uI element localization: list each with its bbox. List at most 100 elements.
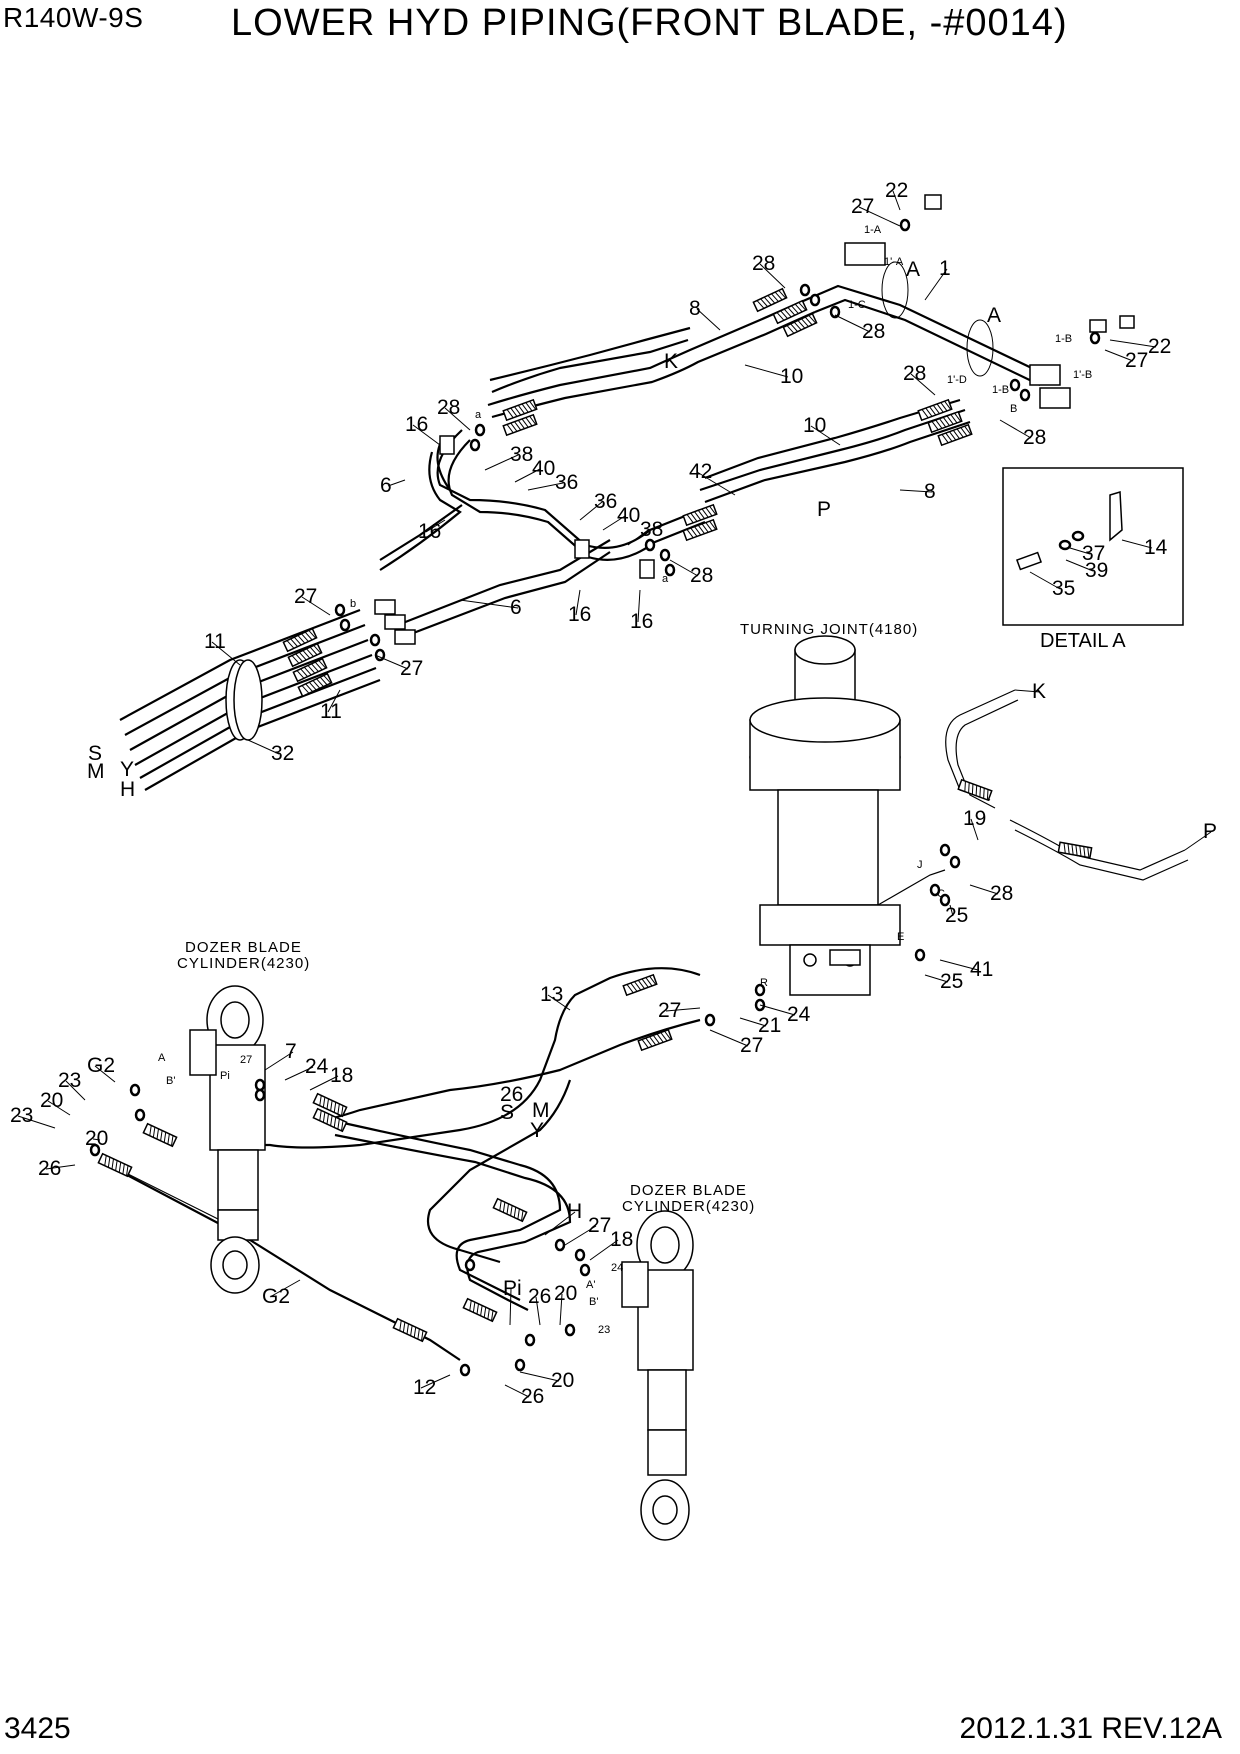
leader-line [544, 1211, 576, 1236]
leader-line [637, 589, 641, 623]
leader-line [420, 1374, 451, 1389]
leader-line [924, 974, 949, 983]
hose-crimp-sleeve [927, 410, 963, 434]
fitting-block [1089, 319, 1107, 333]
callout-label: 14 [1144, 536, 1168, 559]
fitting-block [374, 599, 396, 615]
leader-line [509, 1288, 512, 1326]
leader-line [374, 654, 409, 670]
o-ring [464, 1258, 476, 1272]
callout-label: Y [530, 1119, 544, 1142]
turning-joint-pipes [877, 689, 1189, 906]
callout-label: 1-A [864, 224, 882, 236]
callout-label: 40 [532, 457, 555, 480]
callout-label: 27 [294, 585, 317, 608]
dozer-cylinder-right [621, 1210, 694, 1541]
callout-label: 8 [689, 297, 701, 320]
o-ring [664, 563, 676, 577]
callout-label: 8 [924, 480, 936, 503]
leader-line [527, 482, 564, 491]
callout-label: 6 [510, 596, 522, 619]
o-ring [799, 283, 811, 297]
leader-line [17, 1115, 56, 1129]
callout-label: P [817, 498, 831, 521]
fitting-block [844, 242, 886, 266]
leader-line [45, 1164, 76, 1170]
callout-label: 40 [617, 504, 640, 527]
o-ring [254, 1078, 266, 1092]
callout-label: 11 [320, 700, 342, 723]
leader-line [504, 1384, 530, 1398]
hose-crimp-sleeve [287, 642, 323, 668]
detail-a-marker [966, 319, 994, 377]
hose-crimp-sleeve [772, 299, 808, 325]
callout-label: Pi [503, 1277, 522, 1300]
leader-line [1065, 559, 1094, 572]
callout-label: 12 [413, 1376, 436, 1399]
o-ring [369, 633, 381, 647]
o-ring [134, 1108, 146, 1122]
callout-label: 36 [594, 490, 617, 513]
leader-line [412, 424, 441, 446]
callout-label: 28 [690, 564, 713, 587]
leader-line [519, 1371, 560, 1382]
hose-crimp-sleeve [392, 1317, 428, 1343]
callout-label: 36 [555, 471, 578, 494]
hose-crimp-sleeve [462, 1297, 498, 1323]
leader-line [910, 373, 936, 396]
callout-label: C [937, 888, 945, 900]
detail-a-box [1002, 467, 1184, 626]
dozer-cylinder-left [189, 985, 266, 1294]
fitting-block [1119, 315, 1135, 329]
callout-label: 20 [85, 1127, 108, 1150]
callout-label: R [760, 977, 768, 989]
leader-line [810, 425, 841, 446]
fitting-block [1029, 364, 1061, 386]
leader-line [949, 904, 954, 917]
leader-line [309, 1075, 339, 1091]
callout-label: 24 [787, 1003, 811, 1026]
callout-label: Pi [220, 1070, 230, 1082]
callout-label: 13 [540, 983, 563, 1006]
hose-crimp-sleeve [142, 1122, 178, 1148]
callout-label: 23 [10, 1104, 33, 1127]
callout-label: 26 [528, 1285, 551, 1308]
o-ring [524, 1333, 536, 1347]
callout-label: 1-C [848, 299, 866, 311]
leader-line [696, 308, 721, 331]
callout-label: 20 [554, 1282, 577, 1305]
callout-label: 18 [330, 1064, 353, 1087]
callout-label: 37 [1082, 542, 1105, 565]
callout-label: 16 [568, 603, 591, 626]
leader-line [547, 994, 571, 1011]
o-ring [704, 1013, 716, 1027]
detail-a-marker [881, 261, 909, 319]
callout-label: 26 [500, 1083, 523, 1106]
fittings-group [89, 194, 1135, 1377]
o-ring [939, 893, 951, 907]
leader-line [47, 1100, 71, 1116]
dozer-cylinder-right-caption-line1: DOZER BLADE [630, 1182, 747, 1199]
callout-label: 25 [940, 970, 963, 993]
callout-label: 22 [885, 179, 908, 202]
diagram-title: LOWER HYD PIPING(FRONT BLADE, -#0014) [231, 2, 1068, 44]
callout-label: S [88, 742, 102, 765]
o-ring [1089, 331, 1101, 345]
leader-line [1104, 349, 1134, 362]
leader-line [696, 471, 736, 496]
callout-label: Y [120, 758, 134, 781]
dozer-cylinder-left-caption-line2: CYLINDER(4230) [177, 955, 310, 972]
o-ring [254, 1088, 266, 1102]
leader-line [744, 364, 789, 378]
callout-label: 23 [598, 1324, 610, 1336]
callout-label: K [664, 350, 678, 373]
revision-date: 2012.1.31 REV.12A [959, 1712, 1222, 1745]
callout-label: 1 [939, 257, 951, 280]
leader-line [535, 1296, 541, 1326]
leader-line [444, 407, 471, 431]
callout-label: 28 [437, 396, 460, 419]
callout-label: G2 [87, 1054, 115, 1077]
callout-label: 16 [630, 610, 653, 633]
